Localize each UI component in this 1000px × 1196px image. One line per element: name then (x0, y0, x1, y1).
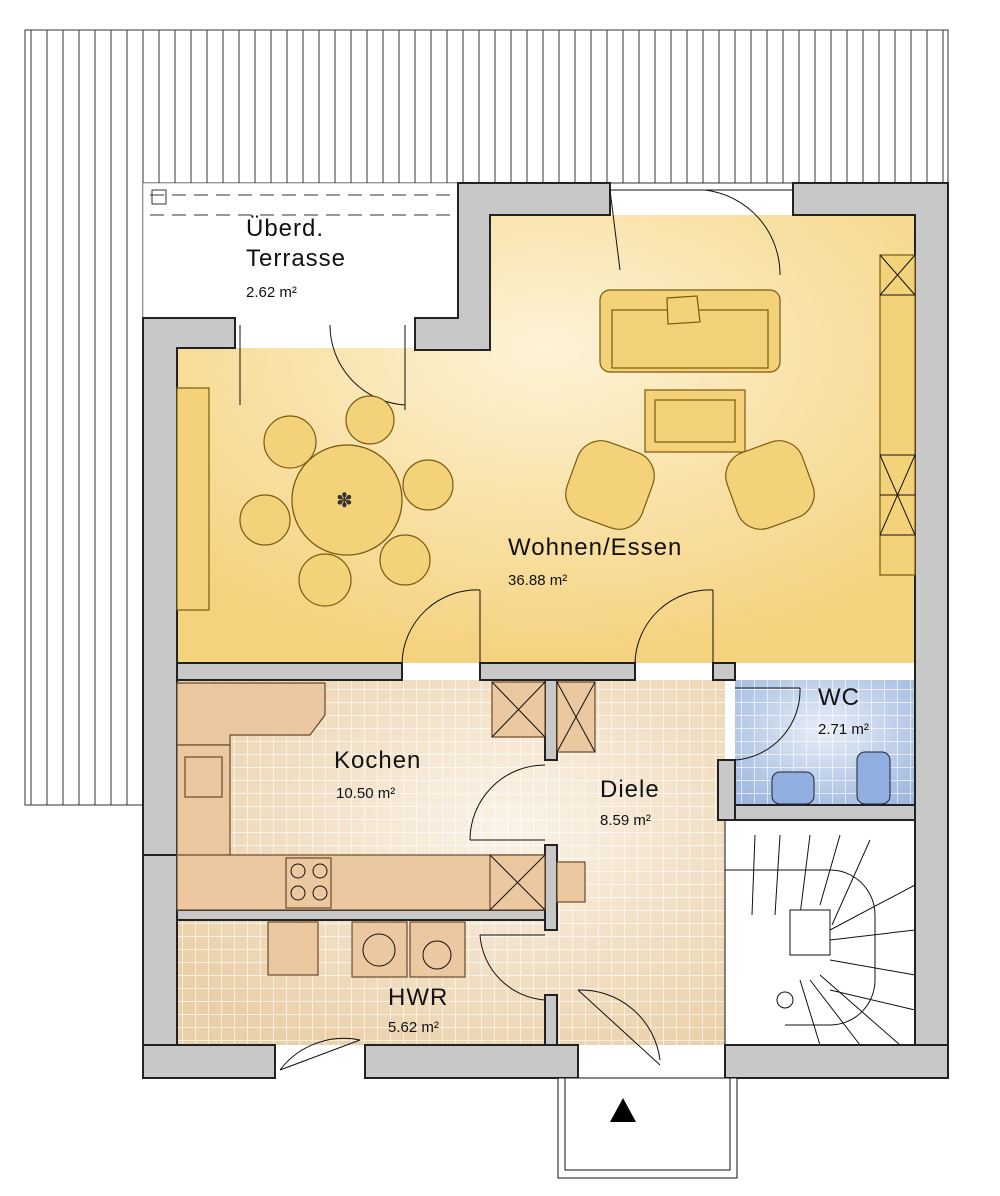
area-wohnen: 36.88 m² (508, 572, 567, 589)
diele-cabinets (491, 681, 596, 903)
hwr-appliances (267, 921, 466, 978)
label-terrasse-1: Überd. (246, 215, 324, 242)
area-hwr: 5.62 m² (388, 1019, 439, 1036)
svg-text:✽: ✽ (336, 490, 353, 512)
label-wohnen: Wohnen/Essen (508, 534, 682, 561)
label-diele: Diele (600, 776, 660, 803)
area-diele: 8.59 m² (600, 812, 651, 829)
wall-cabinet (879, 254, 916, 576)
label-hwr: HWR (388, 984, 448, 1011)
sideboard (176, 387, 210, 611)
entrance-arrow-icon (610, 1098, 636, 1122)
label-kochen: Kochen (334, 747, 421, 774)
area-wc: 2.71 m² (818, 721, 869, 738)
stair-treads (725, 834, 916, 1046)
wc-fixtures (771, 751, 891, 805)
door-swings (239, 189, 801, 1071)
kitchen-counters (176, 682, 546, 911)
label-terrasse-2: Terrasse (246, 245, 346, 272)
walls (142, 182, 949, 1079)
sofa (599, 289, 781, 373)
entrance-landing (557, 1077, 738, 1179)
area-kochen: 10.50 m² (336, 785, 395, 802)
armchairs (565, 440, 815, 530)
area-terrasse: 2.62 m² (246, 284, 297, 301)
covered-terrace (143, 183, 458, 318)
dining-table: ✽ (239, 395, 454, 607)
label-wc: WC (818, 684, 860, 711)
